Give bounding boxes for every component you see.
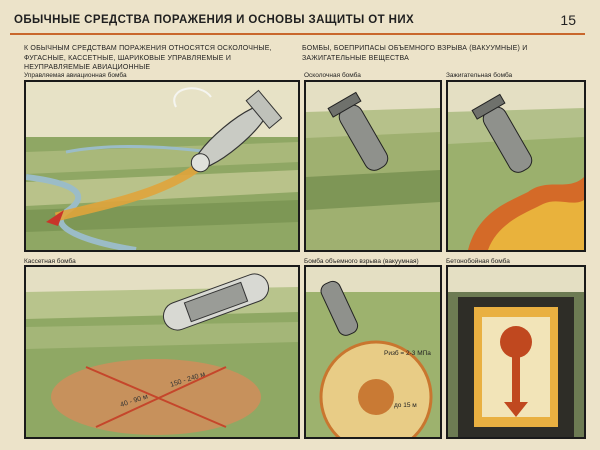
panel-guided-bomb xyxy=(24,80,300,252)
vacuum-pressure-label: Pизб = 2-3 МПа xyxy=(384,349,431,357)
vacuum-bomb-illustration: Pизб = 2-3 МПа до 15 м xyxy=(306,267,440,437)
fragmentation-bomb-illustration xyxy=(306,82,440,250)
title-rule xyxy=(10,33,585,35)
caption-cluster: Кассетная бомба xyxy=(24,258,76,265)
vacuum-radius-label: до 15 м xyxy=(394,402,417,409)
panel-fragmentation-bomb xyxy=(304,80,442,252)
caption-fragmentation: Осколочная бомба xyxy=(304,72,361,79)
caption-guided: Управляемая авиационная бомба xyxy=(24,72,127,79)
page-number: 15 xyxy=(560,12,576,28)
incendiary-bomb-illustration xyxy=(448,82,584,250)
caption-concrete: Бетонобойная бомба xyxy=(446,258,510,265)
panel-concrete-bomb xyxy=(446,265,586,439)
panel-cluster-bomb: 40 - 90 м 150 - 240 м xyxy=(24,265,300,439)
concrete-bomb-illustration xyxy=(448,267,584,437)
caption-incendiary: Зажигательная бомба xyxy=(446,72,513,79)
guided-bomb-illustration xyxy=(26,82,298,250)
intro-text-right: бомбы, боеприпасы объемного взрыва (ваку… xyxy=(302,45,528,62)
panel-incendiary-bomb xyxy=(446,80,586,252)
caption-vacuum: Бомба объемного взрыва (вакуумная) xyxy=(304,258,419,265)
page-title: ОБЫЧНЫЕ СРЕДСТВА ПОРАЖЕНИЯ И ОСНОВЫ ЗАЩИ… xyxy=(14,14,415,26)
intro-text-left: К обычным средствам поражения относятся … xyxy=(24,45,272,71)
panel-vacuum-bomb: Pизб = 2-3 МПа до 15 м xyxy=(304,265,442,439)
cluster-bomb-illustration: 40 - 90 м 150 - 240 м xyxy=(26,267,298,437)
